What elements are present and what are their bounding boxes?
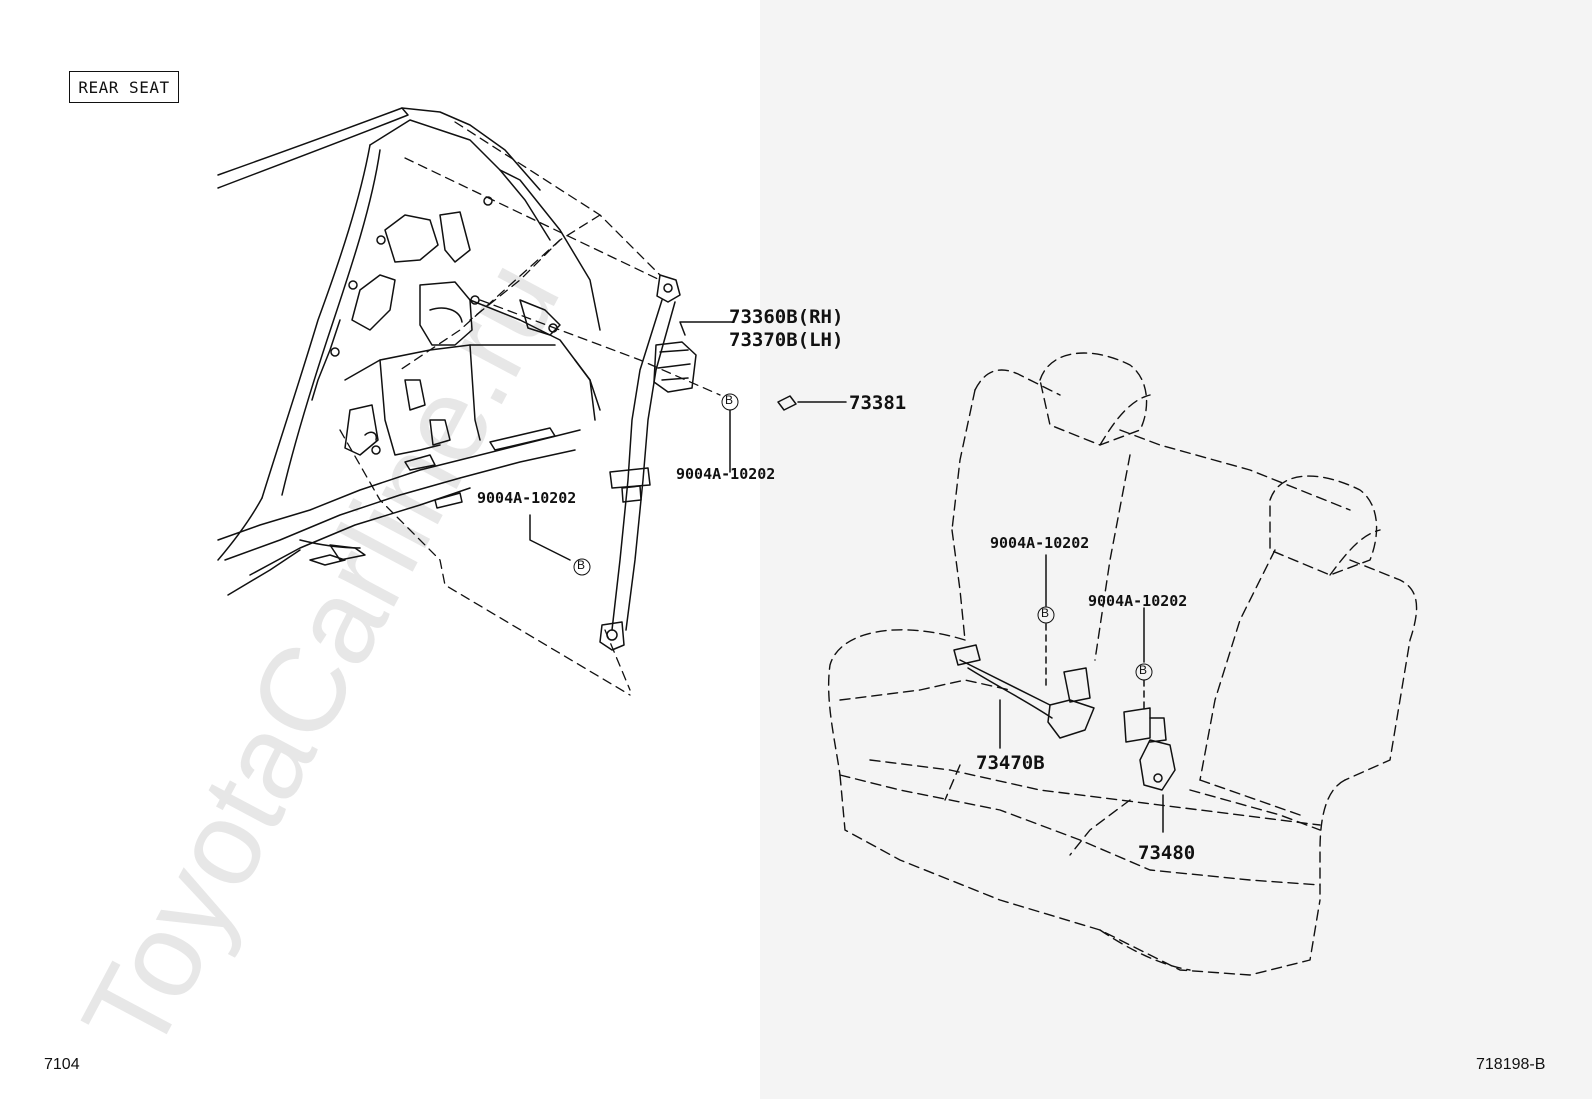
rear-seat: [827, 352, 1418, 976]
fastener-b-3: B: [1041, 606, 1050, 620]
part-number-retractor-rh[interactable]: 73360B(RH): [729, 306, 844, 328]
part-number-retractor-lh[interactable]: 73370B(LH): [729, 329, 844, 351]
fastener-b-1: B: [725, 393, 734, 407]
right-panel-background: [760, 0, 1592, 1099]
part-number-bolt-lower[interactable]: 9004A-10202: [477, 489, 577, 507]
fastener-b-4: B: [1139, 663, 1148, 677]
fastener-b-2: B: [577, 558, 586, 572]
seat-belt-buckle: [1123, 607, 1176, 833]
seat-belt-retractor-assembly: [529, 274, 733, 651]
part-number-bolt-seat-right[interactable]: 9004A-10202: [1088, 592, 1188, 610]
part-number-bolt-upper[interactable]: 9004A-10202: [676, 465, 776, 483]
section-label: REAR SEAT: [69, 71, 179, 103]
cover-part: [777, 395, 847, 411]
figure-number: 718198-B: [1476, 1056, 1546, 1073]
body-side-panel: [217, 107, 721, 696]
part-number-bolt-seat-left[interactable]: 9004A-10202: [990, 534, 1090, 552]
center-seat-belt: [953, 554, 1095, 749]
part-number-buckle[interactable]: 73480: [1138, 842, 1196, 864]
page-number: 7104: [44, 1056, 80, 1073]
part-number-center-belt[interactable]: 73470B: [976, 752, 1045, 774]
part-number-cover[interactable]: 73381: [849, 392, 907, 414]
